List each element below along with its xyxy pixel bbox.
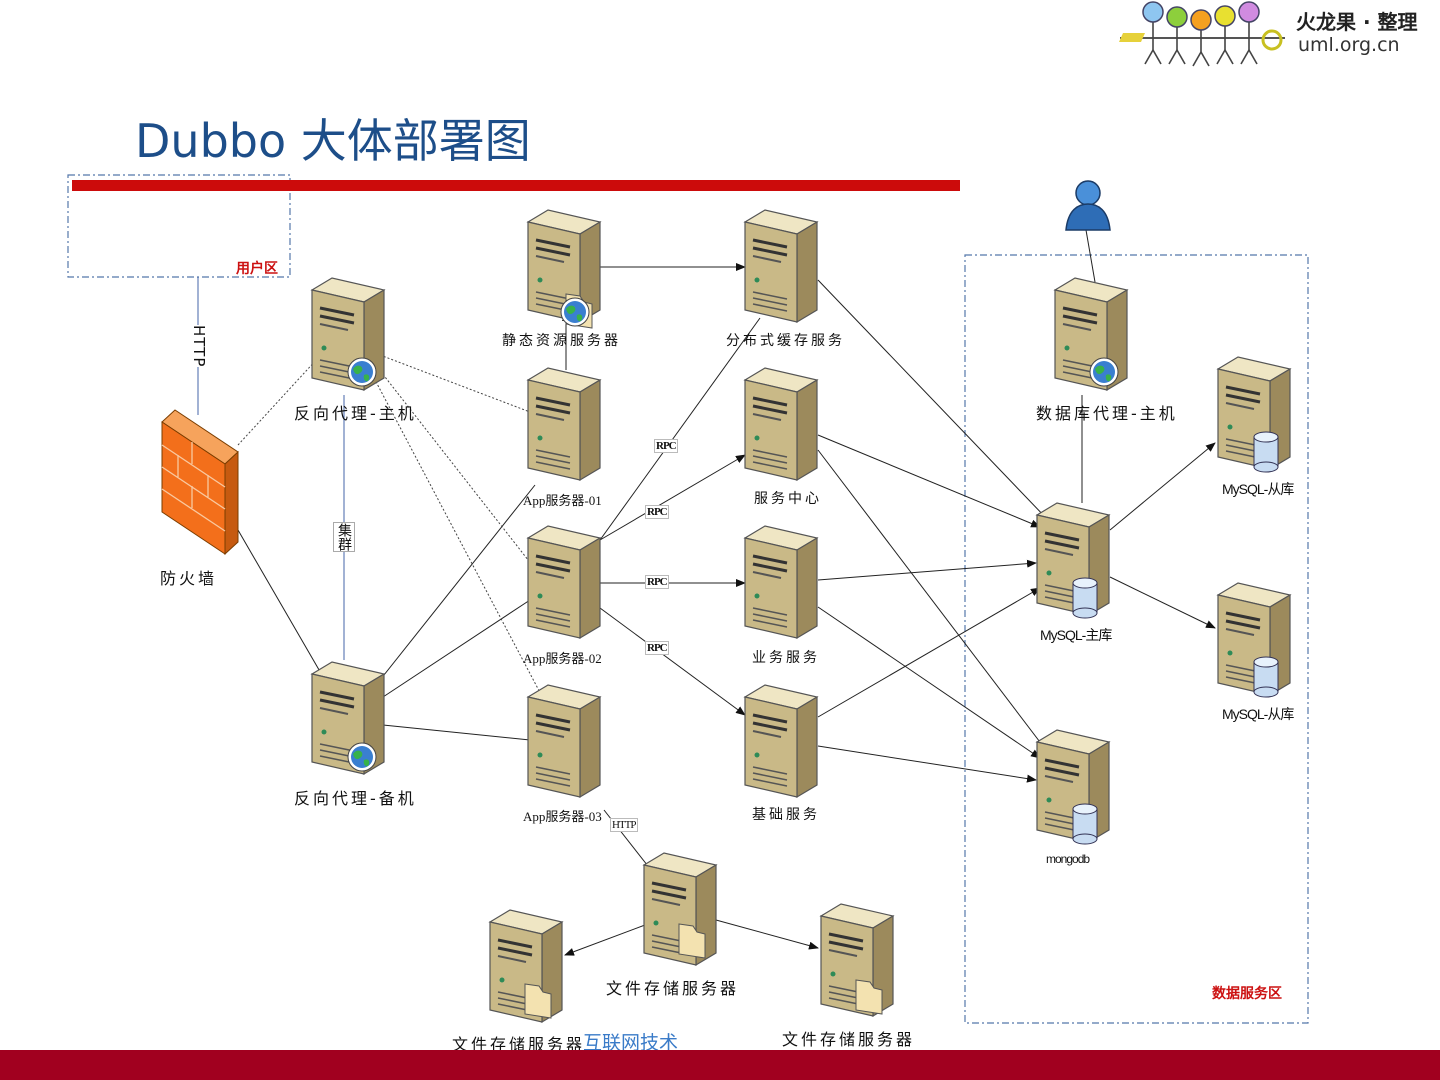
svc-c-label: 基础服务 (752, 807, 820, 823)
svc-c-server-icon (743, 683, 819, 799)
logo-url: uml.org.cn (1298, 34, 1400, 56)
app02-server-icon (526, 524, 602, 640)
app03-label: App服务器-03 (523, 809, 602, 824)
database-icon (1253, 431, 1279, 473)
globe-icon (560, 297, 590, 327)
cache-server-label: 分布式缓存服务 (726, 333, 845, 349)
http-edge-label: HTTP (610, 818, 638, 832)
data-zone (964, 254, 1309, 1024)
mysql-slave2-label: MySQL-从库 (1222, 706, 1294, 722)
logo-text: 火龙果 · 整理 (1296, 10, 1418, 34)
rpc-edge-label: RPC (645, 505, 669, 519)
svc-a-label: 服务中心 (754, 491, 822, 507)
file-left-label: 文件存储服务器 (452, 1035, 586, 1054)
mysql-master-label: MySQL-主库 (1040, 627, 1112, 643)
app02-label: App服务器-02 (523, 651, 602, 666)
app03-server-icon (526, 683, 602, 799)
static-server-label: 静态资源服务器 (502, 333, 621, 349)
svc-b-server-icon (743, 524, 819, 640)
rpc-edge-label: RPC (654, 439, 678, 453)
svc-b-label: 业务服务 (752, 650, 820, 666)
user-zone-label: 用户区 (236, 261, 278, 277)
cluster-edge-label: 集群 (333, 522, 355, 552)
rpc-edge-label: RPC (645, 575, 669, 589)
mysql-slave1-label: MySQL-从库 (1222, 481, 1294, 497)
cache-server-icon (743, 208, 819, 324)
globe-icon (347, 357, 377, 387)
firewall-label: 防火墙 (160, 569, 218, 588)
title-underline-bar (72, 180, 960, 191)
mysql-proxy-label: 数据库代理-主机 (1036, 404, 1178, 423)
data-zone-label: 数据服务区 (1212, 986, 1282, 1002)
web-proxy-master-label: 反向代理-主机 (294, 404, 417, 423)
firewall-icon (161, 409, 239, 556)
app01-label: App服务器-01 (523, 493, 602, 508)
watermark-text: 互联网技术 (583, 1032, 679, 1054)
mongodb-label: mongodb (1046, 852, 1090, 866)
file-center-label: 文件存储服务器 (606, 979, 740, 998)
globe-icon (1089, 357, 1119, 387)
user-icon (1065, 180, 1111, 231)
footer-bar (0, 1050, 1440, 1080)
web-proxy-backup-label: 反向代理-备机 (294, 789, 417, 808)
http-edge-label: HTTP (190, 325, 208, 368)
database-icon (1072, 803, 1098, 845)
page-title: Dubbo 大体部署图 (135, 114, 531, 168)
rpc-edge-label: RPC (645, 641, 669, 655)
svc-a-server-icon (743, 366, 819, 482)
app01-server-icon (526, 366, 602, 482)
database-icon (1253, 656, 1279, 698)
logo-icon (1119, 1, 1285, 67)
database-icon (1072, 577, 1098, 619)
file-right-label: 文件存储服务器 (782, 1030, 916, 1049)
user-zone (67, 174, 291, 278)
globe-icon (347, 742, 377, 772)
